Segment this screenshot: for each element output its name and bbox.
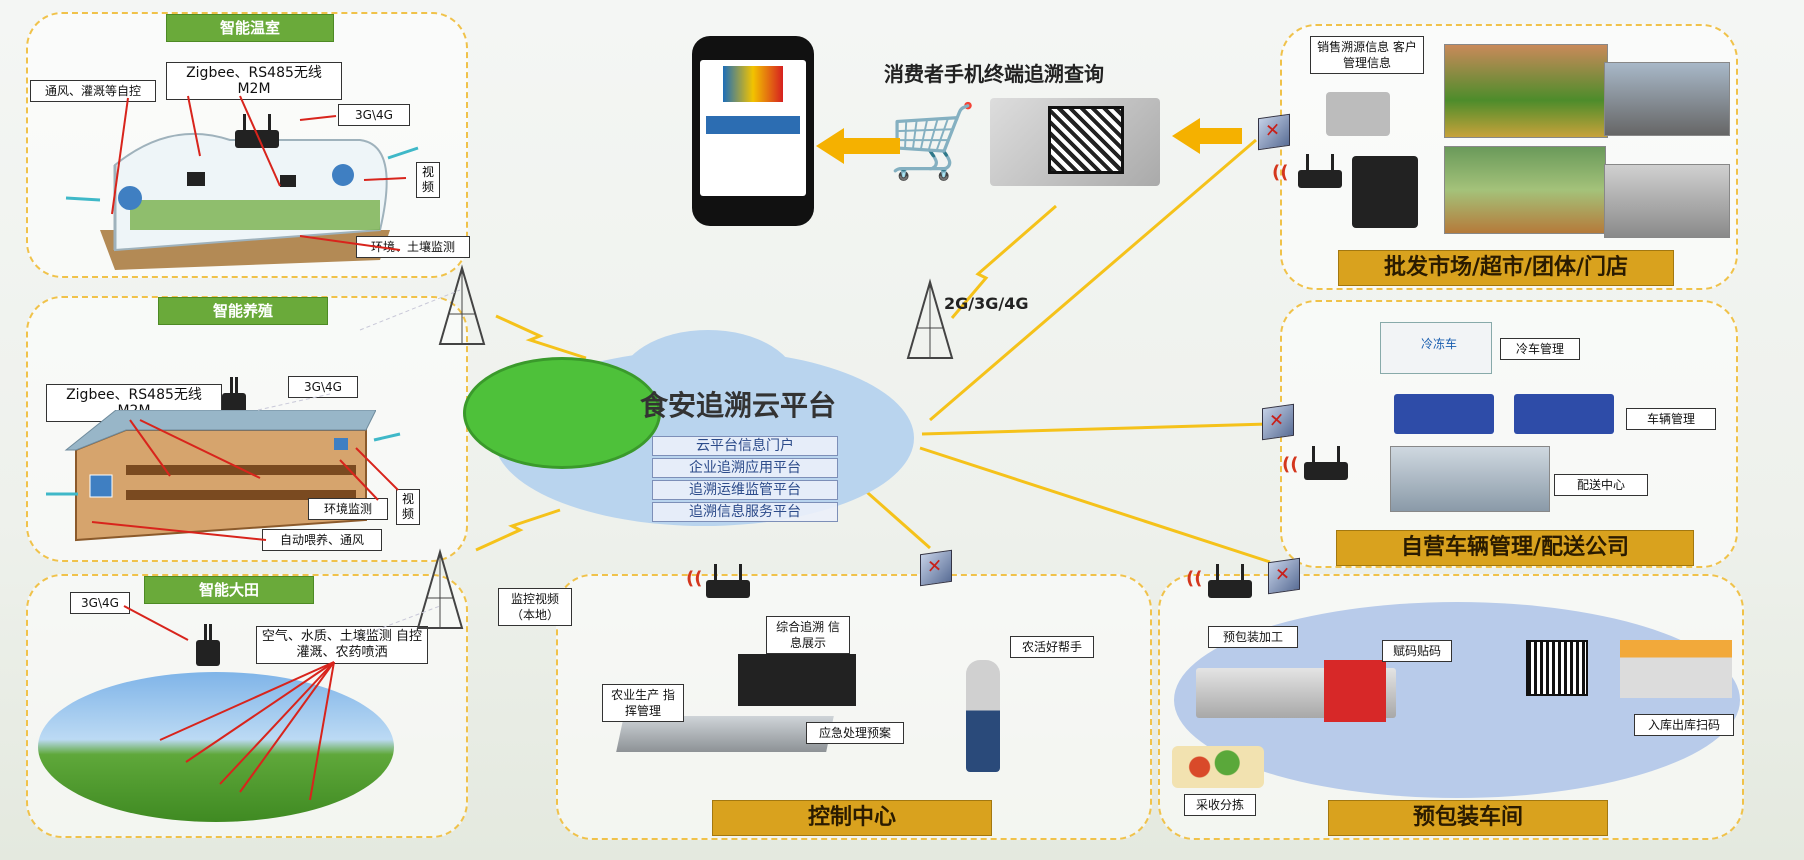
warehouse-icon [1620, 640, 1732, 698]
pos-terminal-icon [1352, 156, 1418, 228]
packing-sort-label: 采收分拣 [1184, 794, 1256, 816]
blue-truck-1 [1394, 394, 1494, 434]
operator-figure [966, 660, 1000, 772]
control-signal-icon: (( [686, 568, 703, 589]
field-net-label: 3G\4G [70, 592, 130, 614]
packing-warehouse-label: 入库出库扫码 [1634, 714, 1734, 736]
scale-icon [1326, 92, 1390, 136]
farming-title: 智能养殖 [158, 297, 328, 325]
greenhouse-env-label: 环境、土壤监测 [356, 236, 470, 258]
phone-illustration [692, 36, 814, 226]
packing-switch-icon [1268, 557, 1300, 595]
cold-truck-illustration: 冷冻车 [1380, 322, 1492, 374]
tower-icon-2 [416, 548, 464, 629]
market-router-icon [1298, 154, 1342, 188]
packing-router-icon [1208, 564, 1252, 598]
control-video-label: 监控视频 （本地） [498, 588, 572, 626]
market-signal-icon: (( [1272, 162, 1289, 183]
field-router-icon [196, 624, 220, 666]
vehicles-router-icon [1304, 446, 1348, 480]
greenhouse-router-icon [235, 114, 279, 148]
vehicles-signal-icon: (( [1282, 454, 1299, 475]
dispatch-photo [1390, 446, 1550, 512]
packing-code-label: 赋码贴码 [1382, 640, 1452, 662]
cloud-item-ops: 追溯运维监管平台 [652, 480, 838, 500]
market-photo-3 [1444, 146, 1606, 234]
blue-truck-2 [1514, 394, 1614, 434]
greenhouse-wireless-label: Zigbee、RS485无线 M2M [166, 62, 342, 100]
cloud-item-service: 追溯信息服务平台 [652, 502, 838, 522]
market-info-label: 销售溯源信息 客户管理信息 [1310, 36, 1424, 74]
control-production-label: 农业生产 指挥管理 [602, 684, 684, 722]
greenhouse-illustration [100, 132, 390, 270]
tower-icon-3 [906, 278, 954, 359]
packing-machine-red [1324, 660, 1386, 722]
farming-feed-label: 自动喂养、通风 [262, 529, 382, 551]
consumer-title: 消费者手机终端追溯查询 [884, 62, 1104, 86]
qr-scan-photo [990, 98, 1160, 186]
cloud-platform-title: 食安追溯云平台 [640, 389, 837, 422]
market-photo-1 [1444, 44, 1608, 138]
control-emergency-label: 应急处理预案 [806, 722, 904, 744]
control-switch-icon [920, 549, 952, 587]
vehicles-title: 自营车辆管理/配送公司 [1336, 530, 1694, 566]
control-router-icon [706, 564, 750, 598]
network-label: 2G/3G/4G [944, 294, 1029, 313]
cart-icon: 🛒 [888, 99, 978, 183]
farming-env-label: 环境监测 [308, 498, 388, 520]
greenhouse-video-label: 视频 [416, 162, 440, 198]
control-helper-label: 农活好帮手 [1010, 636, 1094, 658]
market-switch-icon [1258, 113, 1290, 151]
video-wall [738, 654, 856, 706]
control-title: 控制中心 [712, 800, 992, 836]
farming-video-label: 视频 [396, 489, 420, 525]
cloud-item-portal: 云平台信息门户 [652, 436, 838, 456]
field-monitor-label: 空气、水质、土壤监测 自控灌溉、农药喷洒 [256, 626, 428, 664]
control-display-label: 综合追溯 信息展示 [766, 616, 850, 654]
market-photo-2 [1604, 62, 1730, 136]
greenhouse-net-label: 3G\4G [338, 104, 410, 126]
packing-process-label: 预包装加工 [1208, 626, 1298, 648]
cloud-item-enterprise: 企业追溯应用平台 [652, 458, 838, 478]
qr-code-icon [1526, 640, 1588, 696]
greenhouse-vent-label: 通风、灌溉等自控 [30, 80, 156, 102]
vehicle-management-label: 车辆管理 [1626, 408, 1716, 430]
vehicles-switch-icon [1262, 403, 1294, 441]
greenhouse-title: 智能温室 [166, 14, 334, 42]
packing-signal-icon: (( [1186, 568, 1203, 589]
truck-brand-text: 冷冻车 [1421, 337, 1458, 351]
market-photo-4 [1604, 164, 1730, 238]
produce-basket [1172, 746, 1264, 788]
market-title: 批发市场/超市/团体/门店 [1338, 250, 1674, 286]
barn-illustration [64, 410, 376, 542]
packing-title: 预包装车间 [1328, 800, 1608, 836]
dispatch-center-label: 配送中心 [1554, 474, 1648, 496]
tower-icon-1 [438, 264, 486, 345]
cloud-shape-green [466, 360, 658, 466]
field-title: 智能大田 [144, 576, 314, 604]
cold-truck-label: 冷车管理 [1500, 338, 1580, 360]
field-illustration [38, 672, 394, 822]
farming-net-label: 3G\4G [288, 376, 358, 398]
